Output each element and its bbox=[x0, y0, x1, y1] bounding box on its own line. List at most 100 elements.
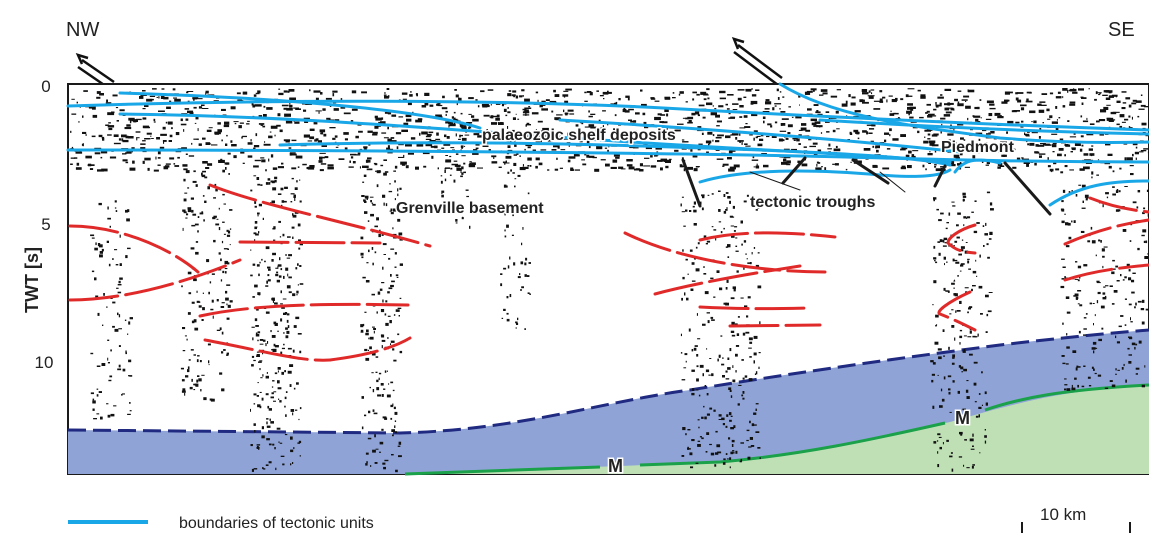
reflectivity-speck bbox=[196, 290, 198, 293]
reflectivity-speck bbox=[390, 140, 397, 143]
reflectivity-speck bbox=[510, 169, 512, 172]
reflectivity-speck bbox=[193, 138, 199, 140]
reflectivity-speck bbox=[715, 140, 720, 143]
reflectivity-speck bbox=[95, 295, 99, 299]
reflectivity-speck bbox=[979, 145, 985, 148]
reflectivity-speck bbox=[1035, 144, 1039, 147]
reflectivity-speck bbox=[216, 299, 219, 302]
reflectivity-speck bbox=[315, 97, 319, 101]
moho-line bbox=[404, 383, 1149, 476]
reflectivity-speck bbox=[254, 318, 258, 322]
reflectivity-speck bbox=[931, 379, 934, 383]
reflectivity-speck bbox=[1060, 96, 1062, 98]
reflectivity-speck bbox=[1066, 333, 1068, 336]
reflectivity-speck bbox=[891, 99, 897, 103]
reflectivity-speck bbox=[365, 332, 369, 336]
reflectivity-speck bbox=[381, 234, 384, 236]
reflectivity-speck bbox=[512, 172, 515, 174]
reflectivity-speck bbox=[290, 201, 293, 203]
reflectivity-speck bbox=[694, 345, 698, 347]
reflectivity-speck bbox=[221, 331, 224, 335]
reflectivity-speck bbox=[698, 104, 705, 107]
reflectivity-speck bbox=[791, 116, 794, 118]
reflectivity-speck bbox=[853, 129, 859, 133]
reflectivity-speck bbox=[927, 153, 933, 156]
reflectivity-speck bbox=[1135, 302, 1137, 306]
reflectivity-speck bbox=[116, 120, 119, 122]
reflectivity-speck bbox=[196, 359, 199, 363]
reflectivity-speck bbox=[278, 441, 280, 443]
reflectivity-speck bbox=[951, 468, 954, 472]
reflectivity-speck bbox=[424, 92, 430, 96]
reflectivity-speck bbox=[693, 223, 697, 226]
reflectivity-speck bbox=[979, 99, 982, 101]
reflectivity-speck bbox=[191, 378, 193, 382]
reflectivity-speck bbox=[415, 119, 422, 123]
reflectivity-speck bbox=[96, 96, 101, 99]
reflectivity-speck bbox=[222, 193, 225, 196]
reflectivity-speck bbox=[265, 464, 269, 466]
reflectivity-speck bbox=[1135, 367, 1140, 370]
reflectivity-speck bbox=[688, 328, 691, 332]
reflectivity-speck bbox=[526, 275, 530, 277]
reflectivity-speck bbox=[82, 115, 84, 118]
legend-boundary-label: boundaries of tectonic units bbox=[179, 515, 374, 532]
reflectivity-speck bbox=[934, 149, 937, 153]
reflectivity-speck bbox=[475, 99, 478, 101]
reflectivity-speck bbox=[710, 277, 714, 280]
reflectivity-speck bbox=[253, 175, 257, 177]
reflectivity-speck bbox=[444, 169, 446, 173]
reflectivity-speck bbox=[267, 266, 271, 269]
reflectivity-speck bbox=[879, 98, 883, 102]
reflectivity-speck bbox=[626, 159, 633, 162]
reflectivity-speck bbox=[239, 122, 244, 124]
reflectivity-speck bbox=[366, 329, 369, 333]
reflectivity-speck bbox=[680, 352, 683, 354]
reflectivity-speck bbox=[1034, 151, 1039, 154]
reflectivity-speck bbox=[185, 153, 188, 155]
reflectivity-speck bbox=[221, 302, 225, 304]
reflectivity-speck bbox=[185, 375, 189, 378]
reflectivity-speck bbox=[269, 418, 271, 421]
reflectivity-speck bbox=[730, 395, 733, 398]
reflectivity-speck bbox=[698, 394, 701, 397]
reflectivity-speck bbox=[927, 133, 931, 136]
reflectivity-speck bbox=[953, 245, 955, 247]
reflectivity-speck bbox=[735, 353, 738, 357]
reflectivity-speck bbox=[136, 118, 142, 121]
reflectivity-speck bbox=[712, 105, 714, 107]
reflectivity-speck bbox=[106, 240, 109, 243]
reflectivity-speck bbox=[986, 243, 989, 246]
reflectivity-speck bbox=[515, 95, 519, 99]
reflectivity-speck bbox=[972, 285, 976, 287]
reflectivity-speck bbox=[706, 102, 713, 106]
reflectivity-speck bbox=[223, 349, 226, 351]
reflectivity-speck bbox=[375, 371, 378, 373]
reflectivity-speck bbox=[1107, 153, 1113, 156]
reflectivity-speck bbox=[871, 123, 876, 127]
reflectivity-speck bbox=[277, 380, 280, 384]
reflectivity-speck bbox=[780, 111, 786, 113]
reflectivity-speck bbox=[344, 147, 348, 150]
reflectivity-speck bbox=[91, 270, 95, 273]
reflectivity-speck bbox=[383, 137, 389, 139]
reflectivity-speck bbox=[94, 247, 98, 251]
reflectivity-speck bbox=[287, 236, 291, 238]
reflectivity-speck bbox=[757, 447, 761, 449]
reflectivity-speck bbox=[293, 196, 296, 198]
piedmont-label: Piedmont bbox=[941, 139, 1015, 156]
reflectivity-speck bbox=[98, 134, 103, 138]
reflectivity-speck bbox=[189, 112, 194, 115]
reflectivity-speck bbox=[1017, 99, 1022, 103]
reflectivity-speck bbox=[706, 312, 710, 314]
reflectivity-speck bbox=[372, 203, 376, 206]
reflectivity-speck bbox=[1095, 347, 1098, 349]
reflectivity-speck bbox=[976, 222, 980, 224]
reflectivity-speck bbox=[297, 166, 300, 168]
reflectivity-speck bbox=[520, 261, 524, 265]
reflectivity-speck bbox=[1103, 286, 1106, 288]
reflectivity-speck bbox=[1077, 279, 1080, 282]
reflectivity-speck bbox=[197, 230, 199, 233]
reflectivity-speck bbox=[1132, 142, 1138, 146]
